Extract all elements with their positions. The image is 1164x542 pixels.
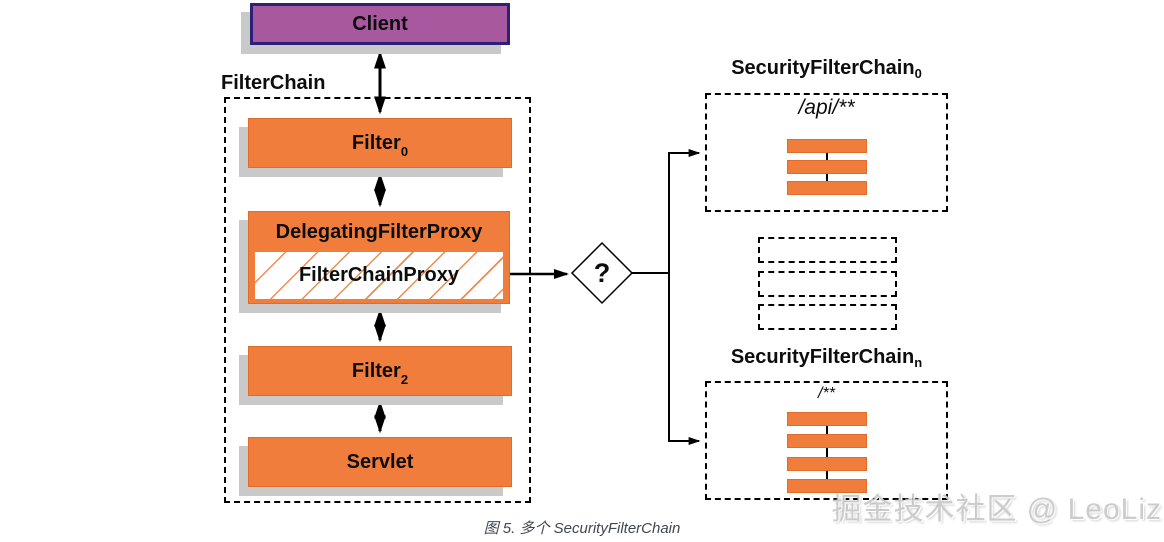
filter0-label: Filter: [351, 131, 401, 154]
security-filter-chain0-path: /api/**: [798, 96, 855, 119]
security-filter-chain0-title: SecurityFilterChain0: [705, 57, 948, 81]
filter2-subscript: 2: [400, 372, 409, 387]
filter-chain-proxy-label: FilterChainProxy: [298, 264, 460, 286]
filter2-label: Filter: [351, 359, 401, 382]
security-filter-chainn-title-subscript: n: [914, 355, 923, 370]
client-node: Client: [250, 3, 510, 45]
security-filter-chain0-title-subscript: 0: [914, 66, 922, 81]
security-filter-chainn-title-text: SecurityFilterChain: [730, 346, 915, 368]
figure-caption: 图 5. 多个 SecurityFilterChain: [483, 520, 681, 537]
filter-bar: [787, 181, 867, 195]
filter-bar: [787, 160, 867, 174]
security-filter-chain0-title-text: SecurityFilterChain: [731, 57, 915, 79]
filter-bar: [787, 139, 867, 153]
security-filter-chainn-path: /**: [818, 385, 835, 402]
delegating-filter-proxy-label: DelegatingFilterProxy: [275, 221, 483, 243]
placeholder-chain-box: [758, 237, 897, 263]
filter-bar: [787, 412, 867, 426]
filter0-subscript: 0: [400, 144, 409, 159]
filterchain-label: FilterChain: [221, 72, 326, 94]
decision-chain0-connector: [632, 149, 701, 274]
security-filter-chainn-box: [705, 381, 948, 500]
decision-chainn-connector: [668, 273, 701, 445]
servlet-node: Servlet: [248, 437, 512, 487]
client-label: Client: [352, 12, 408, 35]
filter-chain-proxy-node: FilterChainProxy: [255, 252, 503, 299]
security-filter-chainn-title: SecurityFilterChainn: [705, 346, 948, 370]
filter-bar: [787, 478, 867, 493]
watermark: 掘金技术社区 @ LeoLiz: [831, 493, 1162, 526]
filter-bar: [787, 434, 867, 449]
security-filter-chain0-filters: [787, 139, 867, 195]
delegating-filter-proxy-node: DelegatingFilterProxy FilterChainProxy: [248, 211, 510, 304]
placeholder-chain-box: [758, 271, 897, 297]
security-filter-chainn-filters: [787, 412, 867, 493]
filterchain-container: [224, 97, 531, 503]
placeholder-chain-box: [758, 304, 897, 330]
filter-bar: [787, 456, 867, 471]
security-filter-chain0-box: [705, 93, 948, 212]
servlet-label: Servlet: [346, 450, 414, 473]
decision-question-mark: ?: [593, 257, 611, 288]
